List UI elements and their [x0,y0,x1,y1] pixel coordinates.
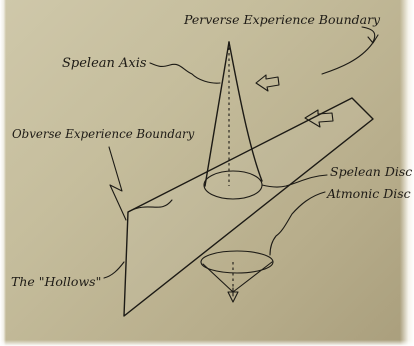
leader-obverse [108,146,127,221]
spelean-disc-label: Spelean Disc [330,164,412,179]
perverse-experience-boundary-label: Perverse Experience Boundary [183,12,381,27]
page-left-edge [0,0,6,346]
page-right-edge [400,0,414,346]
experience-plane [123,97,374,317]
leader-spelean-axis [149,62,221,84]
plane-arrow-lower [304,109,334,128]
atmonic-disc-label: Atmonic Disc [326,186,411,201]
leader-atmonic-disc [269,191,326,256]
hollows-label: The "Hollows" [11,274,101,289]
page-bottom-edge [0,340,414,346]
spelean-cone [203,41,263,200]
spelean-axis-label: Spelean Axis [62,56,147,71]
atmonic-cone [200,250,274,303]
leader-spelean-disc [261,174,328,188]
leader-hollows [103,261,125,279]
obverse-experience-boundary-label: Obverse Experience Boundary [12,127,195,141]
leader-perverse [321,26,379,75]
plane-arrow-upper [255,74,280,92]
